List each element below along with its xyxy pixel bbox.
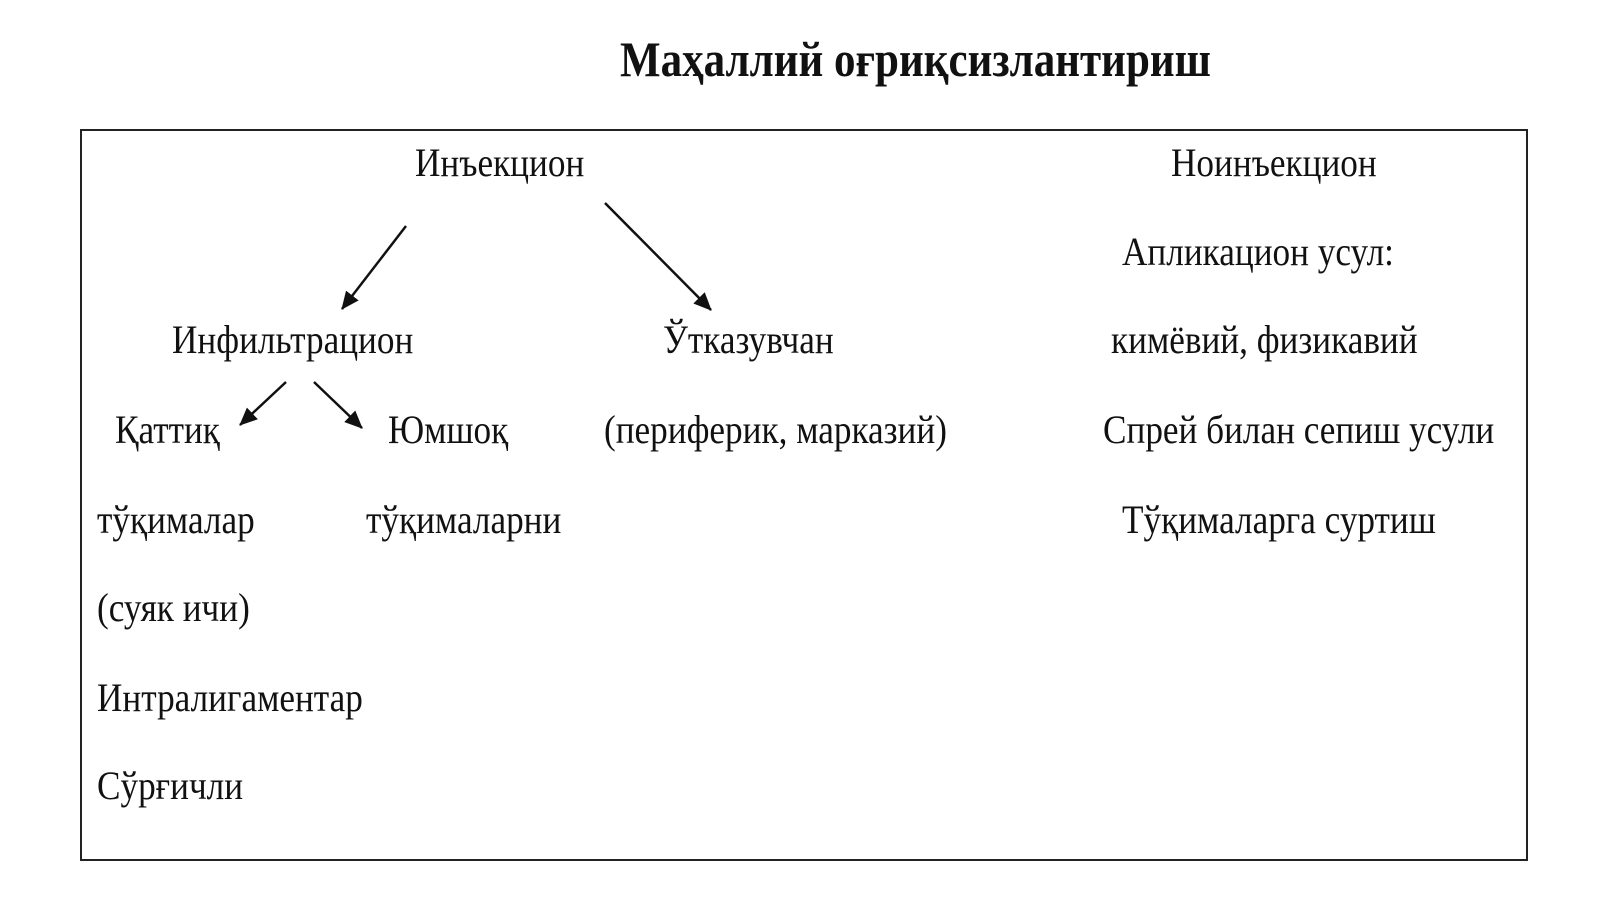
diagram-frame <box>80 129 1528 861</box>
node-hard-tissues: тўқималар <box>97 497 255 542</box>
node-conduction-detail: (периферик, марказий) <box>604 407 947 452</box>
node-application: Апликацион усул: <box>1122 229 1394 274</box>
node-soft-tissues: тўқималарни <box>366 497 562 542</box>
node-chemical-physical: кимёвий, физикавий <box>1111 317 1418 362</box>
node-infiltration: Инфильтрацион <box>172 317 414 362</box>
node-conduction: Ўтказувчан <box>663 317 834 362</box>
node-injection: Инъекцион <box>415 140 585 185</box>
node-hard: Қаттиқ <box>115 407 220 452</box>
node-noninjection: Ноинъекцион <box>1171 140 1377 185</box>
node-soft: Юмшоқ <box>388 407 509 452</box>
node-tissue-rub: Тўқималарга суртиш <box>1122 497 1436 542</box>
node-intraosseous: (суяк ичи) <box>97 585 250 630</box>
node-papillary: Сўрғичли <box>97 763 244 808</box>
diagram-title: Маҳаллий оғриқсизлантириш <box>620 31 1211 87</box>
node-spray: Спрей билан сепиш усули <box>1103 407 1495 452</box>
node-intraligamentary: Интралигаментар <box>97 675 363 720</box>
